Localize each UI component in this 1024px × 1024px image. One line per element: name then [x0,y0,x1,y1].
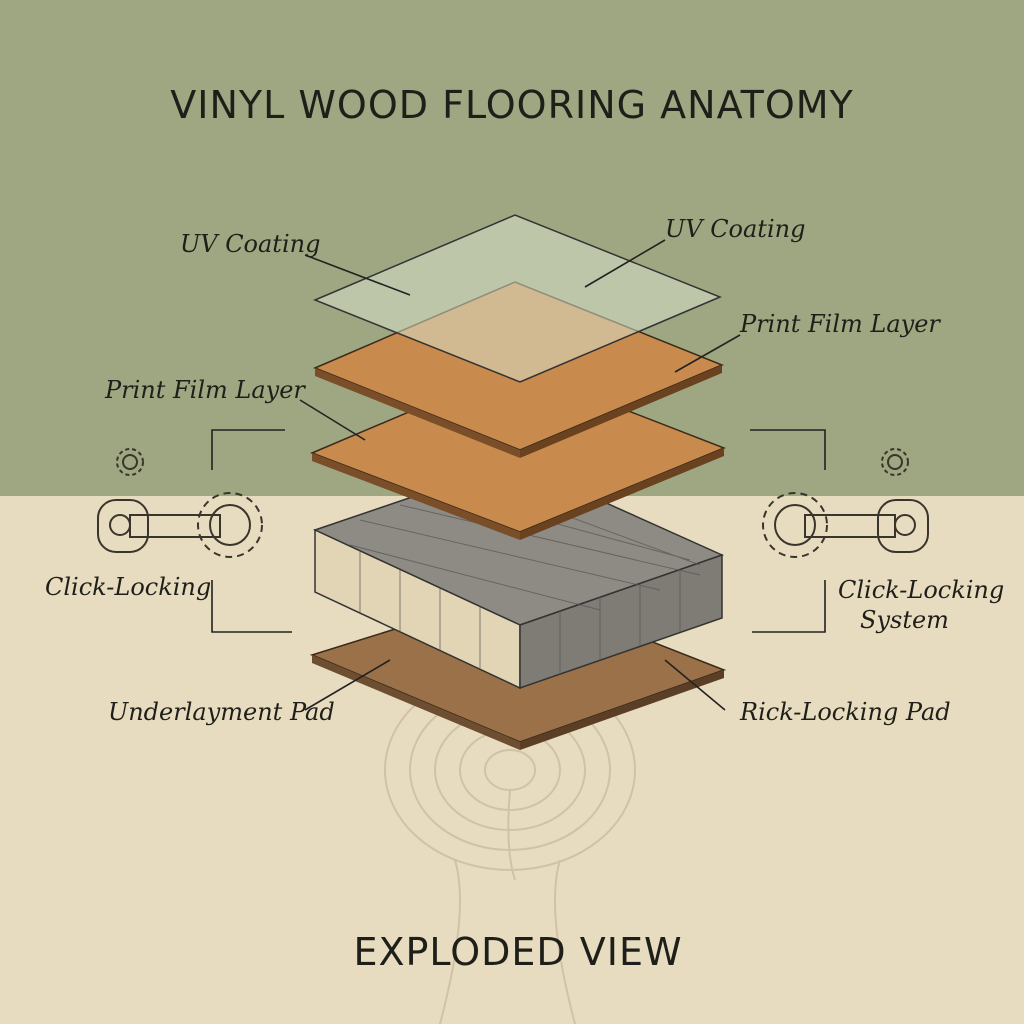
core-layer [312,461,725,690]
label-print-film-left: Print Film Layer [104,376,306,404]
label-click-locking-system: System [860,606,949,634]
page-title: VINYL WOOD FLOORING ANATOMY [170,83,853,127]
gear-icon [881,448,909,476]
uv-coating-layer [313,214,722,383]
label-uv-coating-right: UV Coating [665,215,805,243]
label-click-locking-left: Click-Locking [45,573,211,601]
label-print-film-right: Print Film Layer [739,310,941,338]
click-lock-mechanism-icon-left [97,448,263,558]
footer-caption: EXPLODED VIEW [353,930,682,974]
leader-lines [211,239,826,711]
click-lock-mechanism-icon-right [762,448,929,558]
label-underlayment-pad: Underlayment Pad [108,698,335,726]
gear-icon [762,492,828,558]
gear-icon [116,448,144,476]
tree-rings-icon [384,669,636,1024]
label-click-locking-right: Click-Locking [838,576,1004,604]
gear-icon [197,492,263,558]
label-uv-coating-left: UV Coating [180,230,320,258]
label-rick-locking-pad: Rick-Locking Pad [739,698,951,726]
